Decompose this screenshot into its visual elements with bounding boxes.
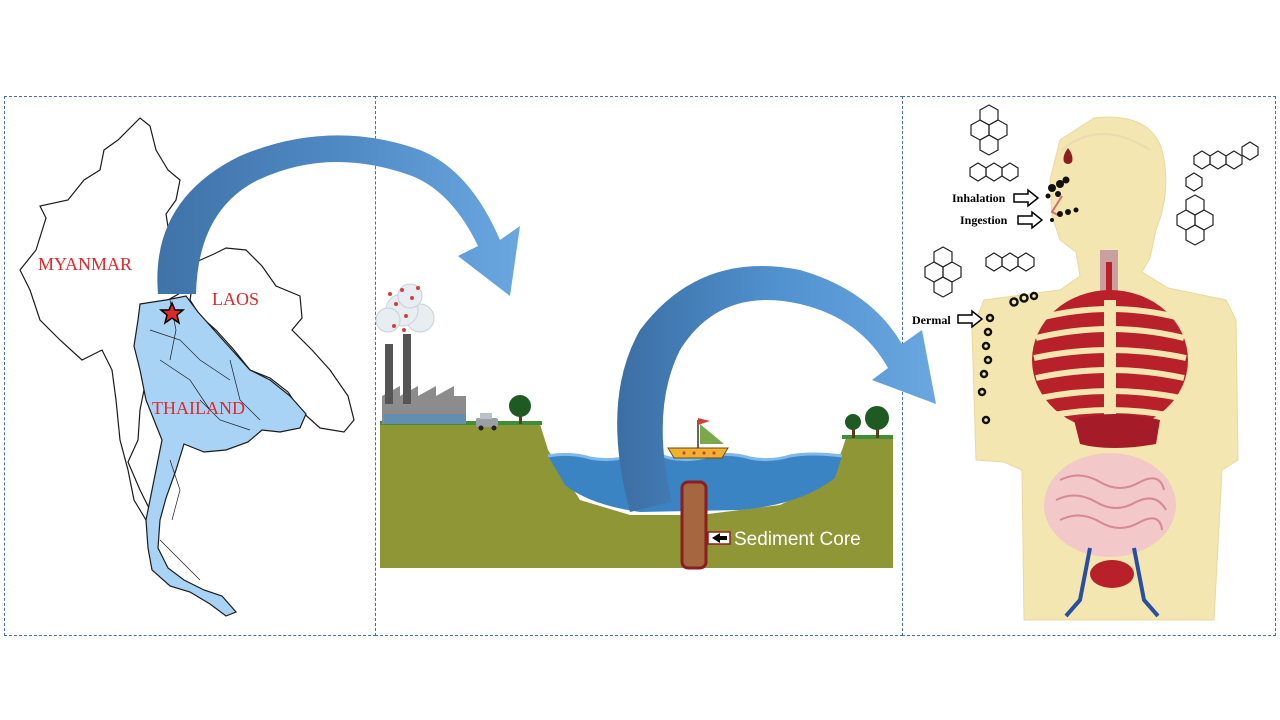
red-star-icon xyxy=(158,301,186,325)
curved-arrow-lake-to-body xyxy=(617,266,936,512)
tree-icon xyxy=(509,395,531,424)
route-inhalation: Inhalation xyxy=(952,188,1040,208)
particles-ingestion xyxy=(1050,207,1079,222)
particles-inhalation xyxy=(1045,176,1070,199)
car-icon xyxy=(476,413,498,431)
arrow-left-icon xyxy=(707,531,731,545)
label-laos: LAOS xyxy=(212,289,259,309)
ribcage xyxy=(1032,290,1188,430)
lake-scene: Sediment Core xyxy=(375,283,893,570)
province-borders xyxy=(149,299,261,581)
label-thailand: THAILAND xyxy=(152,398,245,418)
route-ingestion: Ingestion xyxy=(960,210,1044,230)
smoke-icon xyxy=(375,283,435,333)
label-inhalation: Inhalation xyxy=(952,191,1006,205)
label-ingestion: Ingestion xyxy=(960,213,1008,227)
particles-dermal xyxy=(977,291,1039,425)
factory-icon xyxy=(382,334,466,424)
arrow-right-icon xyxy=(957,309,984,329)
map-graphic: MYANMAR LAOS THAILAND xyxy=(19,117,355,617)
boat-icon xyxy=(667,418,729,459)
sediment-core-label: Sediment Core xyxy=(734,529,861,550)
tree-icon xyxy=(845,406,889,438)
thailand-shape xyxy=(133,295,307,617)
arrow-right-icon xyxy=(1017,210,1044,230)
label-dermal: Dermal xyxy=(912,313,951,327)
label-myanmar: MYANMAR xyxy=(38,254,132,274)
arrow-right-icon xyxy=(1013,188,1040,208)
sediment-core xyxy=(680,480,708,570)
intestines xyxy=(1044,453,1176,557)
molecule-icon xyxy=(924,104,1259,298)
route-dermal: Dermal xyxy=(912,309,984,329)
human-body-graphic: Inhalation Ingestion Dermal xyxy=(912,104,1259,621)
curved-arrow-map-to-lake xyxy=(157,135,521,296)
ground-cross-section xyxy=(380,424,893,568)
laos-shape xyxy=(189,247,355,433)
